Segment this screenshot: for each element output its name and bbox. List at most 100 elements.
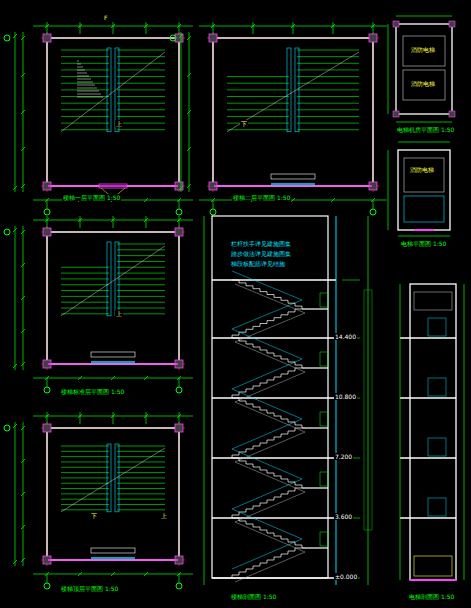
cad-line — [21, 426, 25, 430]
stair-flight — [232, 518, 302, 548]
cad-line — [117, 302, 165, 303]
drawing-label: 楼梯一层平面图 1:50 — [62, 194, 121, 201]
cad-line — [117, 278, 165, 279]
cad-rect — [404, 158, 444, 192]
cad-line — [297, 129, 359, 130]
cad-line — [414, 229, 434, 231]
cad-line — [117, 313, 165, 314]
cad-line — [117, 96, 165, 97]
cad-line — [15, 422, 16, 566]
cad-line — [13, 228, 17, 232]
drawing-label: 楼梯顶层平面图 1:50 — [60, 585, 119, 592]
cad-rect — [43, 228, 51, 236]
cad-line — [91, 361, 135, 362]
axis-bubble — [210, 209, 216, 215]
drawing-label: 楼梯剖面图 1:50 — [230, 593, 277, 600]
cad-line — [61, 246, 165, 316]
cad-line — [235, 284, 305, 313]
cad-line — [21, 230, 25, 234]
cad-line — [213, 200, 214, 209]
cad-line — [61, 488, 109, 489]
drawing-label: 电梯剖面图 1:50 — [408, 593, 455, 600]
cad-line — [227, 83, 289, 84]
cad-line — [61, 129, 109, 130]
axis-bubble — [176, 387, 182, 393]
cad-line — [342, 280, 360, 281]
cad-line — [297, 109, 359, 110]
cad-line — [227, 52, 359, 132]
cad-line — [396, 122, 452, 123]
cad-rect — [320, 293, 328, 307]
cad-line — [232, 479, 302, 509]
cad-rect — [213, 38, 373, 186]
drawing-label: 10.800 — [334, 393, 357, 400]
cad-line — [146, 216, 147, 228]
cad-line — [117, 483, 165, 484]
cad-line — [47, 378, 48, 387]
axis-bubble — [170, 35, 176, 41]
cad-line — [15, 226, 16, 370]
drawing-label: 消防电梯 — [409, 166, 435, 173]
cad-line — [227, 116, 289, 117]
cad-line — [61, 313, 109, 314]
cad-line — [117, 244, 165, 245]
cad-line — [21, 329, 25, 333]
cad-line — [297, 56, 359, 57]
cad-line — [117, 249, 165, 250]
cad-line — [117, 63, 165, 64]
cad-line — [21, 296, 25, 300]
drawing-label: 楼梯标准层平面图 1:50 — [60, 388, 125, 395]
cad-rect — [43, 34, 51, 42]
cad-line — [117, 504, 165, 505]
axis-bubble — [4, 425, 10, 431]
cad-line — [212, 279, 336, 281]
cad-line — [302, 487, 328, 488]
cad-line — [61, 109, 109, 110]
cad-line — [232, 539, 302, 569]
cad-line — [302, 367, 328, 368]
cad-rect — [91, 352, 135, 357]
cad-rect — [107, 48, 111, 132]
cad-line — [41, 364, 185, 365]
cad-line — [179, 574, 180, 583]
cad-line — [212, 577, 336, 579]
drawing-label: 消防电梯 — [410, 80, 436, 87]
cad-line — [396, 16, 452, 17]
stair-flight — [232, 280, 302, 309]
axis-bubble — [44, 387, 50, 393]
cad-line — [187, 147, 191, 151]
cad-rect — [393, 21, 399, 27]
cad-line — [207, 186, 379, 187]
cad-line — [144, 376, 148, 380]
stair-flight — [232, 338, 302, 368]
cad-line — [117, 123, 165, 124]
cad-line — [144, 198, 148, 202]
cad-rect — [449, 111, 455, 117]
cad-line — [80, 216, 81, 228]
cad-line — [297, 76, 359, 77]
drawing-label: 踏步做法详见建施图集 — [230, 250, 292, 257]
cad-line — [113, 216, 114, 228]
cad-rect — [428, 438, 446, 456]
cad-line — [21, 362, 25, 366]
cad-line — [331, 198, 335, 202]
cad-line — [13, 560, 17, 564]
cad-line — [47, 574, 48, 583]
cad-line — [61, 483, 109, 484]
cad-line — [117, 76, 165, 77]
cad-line — [117, 509, 165, 510]
cad-line — [117, 467, 165, 468]
cad-rect — [91, 548, 135, 553]
drawing-label: 上 — [115, 310, 123, 317]
cad-line — [77, 79, 91, 80]
cad-line — [61, 451, 109, 452]
cad-rect — [404, 196, 444, 222]
cad-line — [61, 273, 109, 274]
cad-rect — [428, 318, 446, 336]
cad-line — [187, 36, 191, 40]
cad-line — [111, 572, 115, 576]
drawing-label: 楼梯二层平面图 1:50 — [232, 194, 291, 201]
cad-line — [271, 183, 315, 184]
cad-line — [77, 94, 101, 95]
cad-line — [80, 412, 81, 424]
